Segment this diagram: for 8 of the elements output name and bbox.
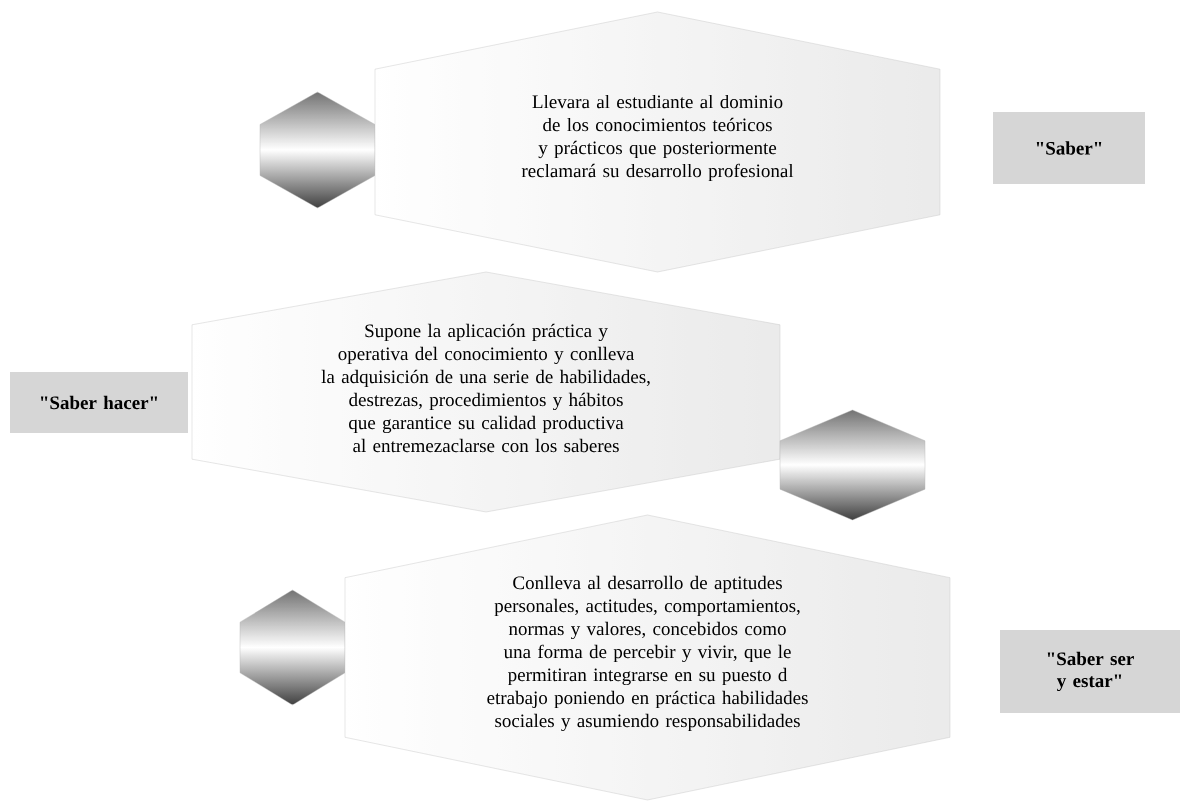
hexagon-icon [779,409,926,521]
label-box: "Saber hacer" [10,372,188,433]
label-box: "Saber ser y estar" [1000,630,1180,713]
hexagon-box: Supone la aplicación práctica y operativa del conocimiento y conlleva la adquisición de una serie de habilidades, destrezas, procedimientos y hábitos que garantice su calidad productiva al entremezaclarse con los saberes [191,271,781,513]
hexagon-icon [259,91,376,209]
hexagon-icon [239,589,346,706]
label-box: "Saber" [993,112,1145,184]
hexagon-box: Llevara al estudiante al dominio de los conocimientos teóricos y prácticos que posteriormente reclamará su desarrollo profesional [374,11,941,273]
